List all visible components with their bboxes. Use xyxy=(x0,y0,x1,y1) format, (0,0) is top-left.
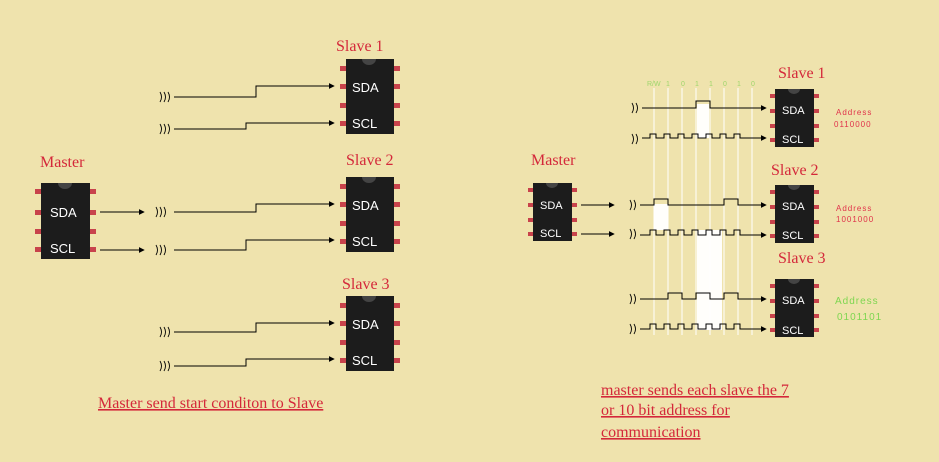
right-slave3-scl-label: SCL xyxy=(782,325,803,337)
right-slave2-address-value: 1001000 xyxy=(836,215,874,224)
bit-label-6: 1 xyxy=(737,81,741,88)
right-slave2-sda-label: SDA xyxy=(782,201,805,213)
left-slave1-sda-label: SDA xyxy=(352,80,379,95)
right-slave3-sda-label: SDA xyxy=(782,295,805,307)
right-slave3-address-title: Address xyxy=(835,296,879,307)
left-slave1-chip: SDA SCL xyxy=(340,59,400,134)
right-slave3-chip: SDA SCL xyxy=(770,279,819,337)
left-slave2-sda-label: SDA xyxy=(352,198,379,213)
bit-label-rw: R/W xyxy=(647,81,661,88)
left-slave1-scl-label: SCL xyxy=(352,116,377,131)
right-slave1-chip: SDA SCL xyxy=(770,89,819,147)
right-master-scl-label: SCL xyxy=(540,228,561,240)
right-slave3-address-value: 0101101 xyxy=(837,312,882,323)
slave2-bit-highlight xyxy=(654,204,668,230)
right-slave3-label: Slave 3 xyxy=(778,250,826,267)
right-slave1-scl-label: SCL xyxy=(782,134,803,146)
bit-label-3: 1 xyxy=(695,81,699,88)
right-master-sda-label: SDA xyxy=(540,200,563,212)
right-slave1-address-title: Address xyxy=(836,108,872,117)
right-caption-line-2: or 10 bit address for xyxy=(601,402,731,419)
right-caption-line-1: master sends each slave the 7 xyxy=(601,382,789,399)
right-slave2-label: Slave 2 xyxy=(771,162,819,179)
bit-labels: R/W 1 0 1 1 0 1 0 xyxy=(647,81,755,88)
right-slave2-address-title: Address xyxy=(836,204,872,213)
left-slave3-label: Slave 3 xyxy=(342,276,390,293)
left-slave2-chip: SDA SCL xyxy=(340,177,400,252)
left-slave1-label: Slave 1 xyxy=(336,38,384,55)
right-master-label: Master xyxy=(531,152,576,169)
right-slave1-label: Slave 1 xyxy=(778,65,826,82)
left-panel: Master SDA SCL Slave 1 xyxy=(35,38,400,412)
slave1-bit-highlight xyxy=(697,104,709,138)
bit-label-5: 0 xyxy=(723,81,727,88)
bit-label-4: 1 xyxy=(709,81,713,88)
right-slave1-address-value: 0110000 xyxy=(834,120,872,129)
right-slave2-scl-label: SCL xyxy=(782,230,803,242)
left-master-sda-label: SDA xyxy=(50,205,77,220)
left-slave2-scl-label: SCL xyxy=(352,234,377,249)
left-master-label: Master xyxy=(40,154,85,171)
bit-label-1: 1 xyxy=(666,81,670,88)
right-slave2-chip: SDA SCL xyxy=(770,185,819,243)
bit-label-7: 0 xyxy=(751,81,755,88)
left-slave2-label: Slave 2 xyxy=(346,152,394,169)
left-slave3-chip: SDA SCL xyxy=(340,296,400,371)
left-slave3-sda-label: SDA xyxy=(352,317,379,332)
right-caption-line-3: communication xyxy=(601,424,701,441)
left-caption: Master send start conditon to Slave xyxy=(98,395,323,412)
right-slave1-sda-label: SDA xyxy=(782,105,805,117)
left-slave3-scl-label: SCL xyxy=(352,353,377,368)
left-master-scl-label: SCL xyxy=(50,241,75,256)
right-panel: Master SDA SCL xyxy=(528,65,882,441)
bit-label-2: 0 xyxy=(681,81,685,88)
right-master-chip: SDA SCL xyxy=(528,183,577,241)
left-master-chip: SDA SCL xyxy=(35,183,96,259)
